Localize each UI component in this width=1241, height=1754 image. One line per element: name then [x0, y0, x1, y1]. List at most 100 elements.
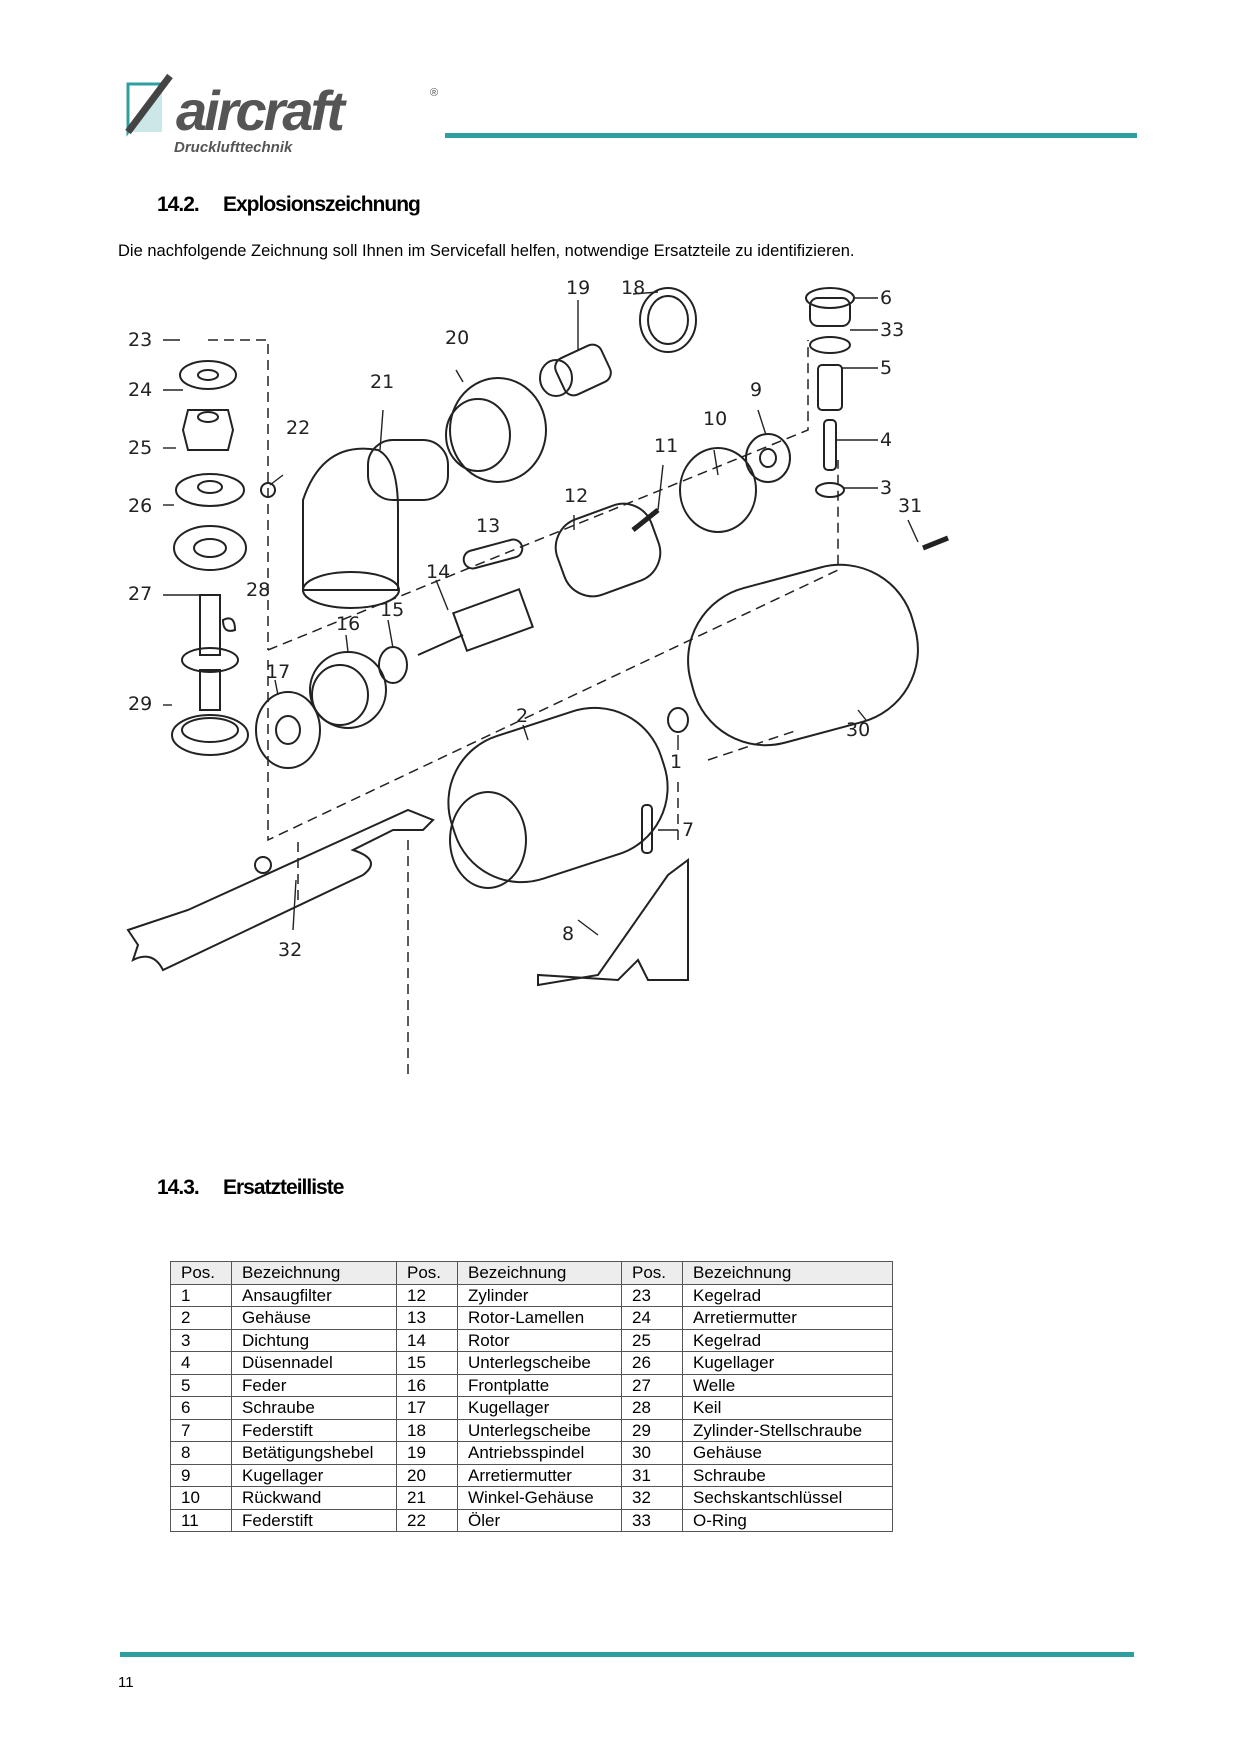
cell-name: Rotor-Lamellen — [457, 1306, 622, 1330]
parts-table-header: Pos. Bezeichnung Pos. Bezeichnung Pos. B… — [170, 1261, 893, 1285]
header-name: Bezeichnung — [682, 1261, 893, 1285]
cell-name: Kugellager — [457, 1396, 622, 1420]
cell-name: Arretiermutter — [682, 1306, 893, 1330]
cell-pos: 31 — [621, 1463, 683, 1487]
cell-name: Gehäuse — [682, 1441, 893, 1465]
drawing-label-7: 7 — [682, 819, 694, 841]
cell-name: Rückwand — [231, 1486, 397, 1510]
cell-name: Frontplatte — [457, 1373, 622, 1397]
cell-pos: 1 — [170, 1283, 232, 1307]
cell-name: Betätigungshebel — [231, 1441, 397, 1465]
cell-name: Schraube — [682, 1463, 893, 1487]
cell-name: O-Ring — [682, 1508, 893, 1532]
cell-name: Zylinder — [457, 1283, 622, 1307]
intro-text: Die nachfolgende Zeichnung soll Ihnen im… — [118, 242, 855, 260]
cell-pos: 22 — [396, 1508, 458, 1532]
cell-name: Dichtung — [231, 1328, 397, 1352]
cell-name: Kugellager — [682, 1351, 893, 1375]
drawing-label-11: 11 — [654, 435, 678, 457]
cell-name: Zylinder-Stellschraube — [682, 1418, 893, 1442]
table-row: 9 Kugellager 20 Arretiermutter 31 Schrau… — [170, 1463, 893, 1487]
cell-name: Sechskantschlüssel — [682, 1486, 893, 1510]
cell-pos: 29 — [621, 1418, 683, 1442]
cell-pos: 9 — [170, 1463, 232, 1487]
cell-name: Kegelrad — [682, 1328, 893, 1352]
cell-pos: 15 — [396, 1351, 458, 1375]
cell-name: Rotor — [457, 1328, 622, 1352]
drawing-label-17: 17 — [266, 661, 290, 683]
drawing-label-26: 26 — [128, 495, 152, 517]
drawing-label-30: 30 — [846, 719, 870, 741]
svg-text:®: ® — [430, 87, 438, 99]
cell-pos: 6 — [170, 1396, 232, 1420]
drawing-label-27: 27 — [128, 583, 152, 605]
drawing-label-16: 16 — [336, 613, 360, 635]
cell-pos: 7 — [170, 1418, 232, 1442]
cell-name: Gehäuse — [231, 1306, 397, 1330]
logo-tagline: Drucklufttechnik — [174, 139, 293, 156]
cell-name: Arretiermutter — [457, 1463, 622, 1487]
section-heading-parts: 14.3.Ersatzteilliste — [157, 1176, 344, 1200]
drawing-label-23: 23 — [128, 329, 152, 351]
table-row: 11 Federstift 22 Öler 33 O-Ring — [170, 1508, 893, 1532]
cell-name: Federstift — [231, 1418, 397, 1442]
table-row: 4 Düsennadel 15 Unterlegscheibe 26 Kugel… — [170, 1351, 893, 1375]
header-pos: Pos. — [621, 1261, 683, 1285]
header-pos: Pos. — [396, 1261, 458, 1285]
drawing-label-13: 13 — [476, 515, 500, 537]
cell-pos: 27 — [621, 1373, 683, 1397]
drawing-label-28: 28 — [246, 579, 270, 601]
drawing-label-15: 15 — [380, 599, 404, 621]
cell-pos: 5 — [170, 1373, 232, 1397]
cell-pos: 14 — [396, 1328, 458, 1352]
cell-pos: 24 — [621, 1306, 683, 1330]
cell-pos: 21 — [396, 1486, 458, 1510]
cell-name: Unterlegscheibe — [457, 1418, 622, 1442]
cell-pos: 20 — [396, 1463, 458, 1487]
drawing-label-25: 25 — [128, 437, 152, 459]
table-row: 8 Betätigungshebel 19 Antriebsspindel 30… — [170, 1441, 893, 1465]
cell-name: Öler — [457, 1508, 622, 1532]
table-row: 1 Ansaugfilter 12 Zylinder 23 Kegelrad — [170, 1283, 893, 1307]
cell-name: Welle — [682, 1373, 893, 1397]
drawing-label-14: 14 — [426, 561, 450, 583]
section-title: Ersatzteilliste — [223, 1176, 344, 1199]
drawing-label-12: 12 — [564, 485, 588, 507]
drawing-label-18: 18 — [621, 280, 645, 299]
table-row: 7 Federstift 18 Unterlegscheibe 29 Zylin… — [170, 1418, 893, 1442]
parts-table: Pos. Bezeichnung Pos. Bezeichnung Pos. B… — [170, 1261, 893, 1532]
cell-pos: 32 — [621, 1486, 683, 1510]
cell-name: Kegelrad — [682, 1283, 893, 1307]
table-row: 10 Rückwand 21 Winkel-Gehäuse 32 Sechska… — [170, 1486, 893, 1510]
section-number: 14.2. — [157, 193, 200, 216]
drawing-label-32: 32 — [278, 939, 302, 961]
cell-pos: 18 — [396, 1418, 458, 1442]
drawing-label-19: 19 — [566, 280, 590, 299]
cell-pos: 19 — [396, 1441, 458, 1465]
header-rule — [445, 133, 1137, 138]
cell-name: Schraube — [231, 1396, 397, 1420]
drawing-label-10: 10 — [703, 408, 727, 430]
cell-pos: 11 — [170, 1508, 232, 1532]
cell-pos: 16 — [396, 1373, 458, 1397]
drawing-part-labels: 23 24 25 26 27 28 29 22 21 20 19 18 9 10… — [128, 280, 922, 961]
header-pos: Pos. — [170, 1261, 232, 1285]
aircraft-logo: aircraft ® Drucklufttechnik — [125, 73, 438, 156]
section-heading-explosion: 14.2. Explosionszeichnung — [157, 193, 421, 217]
drawing-label-20: 20 — [445, 327, 469, 349]
cell-pos: 8 — [170, 1441, 232, 1465]
drawing-label-3: 3 — [880, 477, 892, 499]
table-row: 5 Feder 16 Frontplatte 27 Welle — [170, 1373, 893, 1397]
cell-name: Antriebsspindel — [457, 1441, 622, 1465]
cell-pos: 10 — [170, 1486, 232, 1510]
cell-name: Keil — [682, 1396, 893, 1420]
page-number: 11 — [118, 1674, 134, 1691]
cell-name: Düsennadel — [231, 1351, 397, 1375]
drawing-label-9: 9 — [750, 379, 762, 401]
section-title: Explosionszeichnung — [223, 193, 421, 216]
cell-pos: 23 — [621, 1283, 683, 1307]
cell-name: Kugellager — [231, 1463, 397, 1487]
footer-rule — [120, 1652, 1134, 1657]
drawing-label-5: 5 — [880, 357, 892, 379]
cell-pos: 30 — [621, 1441, 683, 1465]
